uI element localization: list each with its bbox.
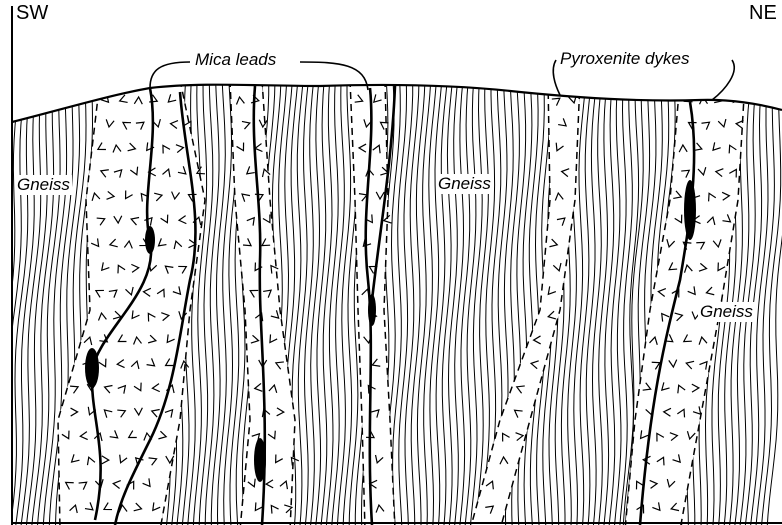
rock-label-gneiss-left: Gneiss [15,175,72,195]
foliation-line [21,80,42,525]
foliation-line [459,80,469,525]
foliation-line [37,80,60,525]
label-ne: NE [749,2,777,25]
foliation-line [310,80,319,525]
foliation-line [442,80,452,525]
callout-mica-leads: Mica leads [195,50,276,70]
mica-pocket [145,226,155,254]
mica-pocket [368,294,376,326]
foliation-line [393,80,407,525]
foliation-line [454,80,463,525]
mica-pocket [85,348,99,388]
foliation-line [449,80,458,525]
foliation-line [26,80,47,525]
foliation-line [15,80,36,525]
foliation-line [593,80,602,525]
callout-pyroxenite-dykes: Pyroxenite dykes [560,49,689,69]
pyroxenite-bracket [553,60,560,95]
mica-pocket [254,438,266,482]
foliation-line [305,80,314,525]
mica-pocket [684,180,696,240]
rock-label-gneiss-right: Gneiss [698,302,755,322]
foliation-line [604,80,614,525]
foliation-line [298,80,308,525]
foliation-line [756,80,775,525]
label-sw: SW [16,2,48,25]
mica-leads-bracket [150,62,190,88]
rock-label-gneiss-center: Gneiss [436,174,493,194]
foliation-line [0,80,20,525]
pyroxenite-bracket [712,60,734,100]
foliation-line [598,80,607,525]
foliation-line [315,80,325,525]
foliation-line [586,80,596,525]
